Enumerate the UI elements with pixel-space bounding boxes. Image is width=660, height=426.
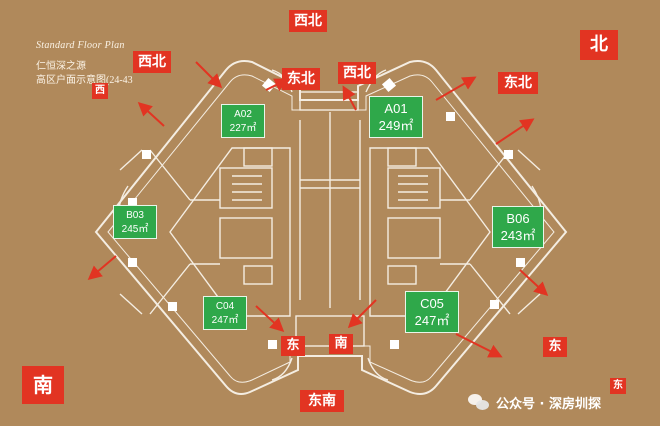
unit-code: C04 — [215, 301, 235, 312]
direction-label-northwest-top: 西北 — [289, 10, 327, 32]
unit-label-c05: C05 247㎡ — [405, 291, 459, 333]
wechat-icon — [468, 392, 490, 412]
unit-label-a02: A02 227㎡ — [221, 104, 265, 138]
unit-area: 249㎡ — [378, 118, 414, 133]
unit-label-a01: A01 249㎡ — [369, 96, 423, 138]
unit-code: B06 — [506, 211, 530, 226]
direction-label-northeast-inner: 东北 — [282, 68, 320, 90]
plan-subtitle: 高区户面示意图(24-43 — [36, 75, 133, 86]
direction-label-northeast-right: 东北 — [498, 72, 538, 94]
unit-area: 247㎡ — [414, 313, 450, 328]
direction-label-east-small: 东 — [610, 378, 626, 394]
watermark-text: 公众号 · 深房圳探 — [496, 396, 601, 412]
direction-label-south-mid: 南 — [329, 334, 353, 354]
watermark: 公众号 · 深房圳探 — [468, 391, 601, 413]
direction-label-south: 南 — [22, 366, 64, 404]
direction-label-east-right: 东 — [543, 337, 567, 357]
direction-label-west-small: 西 — [92, 83, 108, 99]
unit-code: A01 — [384, 101, 408, 116]
direction-label-northwest-left: 西北 — [133, 51, 171, 73]
direction-label-east-mid: 东 — [281, 336, 305, 356]
direction-label-north: 北 — [580, 30, 618, 60]
direction-arrows — [87, 61, 549, 358]
direction-label-southeast: 东南 — [300, 390, 344, 412]
plan-title-en: Standard Floor Plan — [36, 40, 125, 51]
unit-label-c04: C04 247㎡ — [203, 296, 247, 330]
unit-area: 243㎡ — [500, 228, 536, 243]
direction-label-northwest-inner: 西北 — [338, 62, 376, 84]
unit-code: A02 — [234, 109, 252, 120]
unit-label-b03: B03 245㎡ — [113, 205, 157, 239]
project-name: 仁恒深之源 — [36, 61, 86, 72]
unit-area: 227㎡ — [229, 123, 257, 134]
unit-area: 245㎡ — [121, 224, 149, 235]
unit-label-b06: B06 243㎡ — [492, 206, 544, 248]
building-outline — [94, 60, 568, 395]
unit-code: C05 — [420, 296, 444, 311]
unit-area: 247㎡ — [211, 315, 239, 326]
unit-code: B03 — [126, 210, 144, 221]
